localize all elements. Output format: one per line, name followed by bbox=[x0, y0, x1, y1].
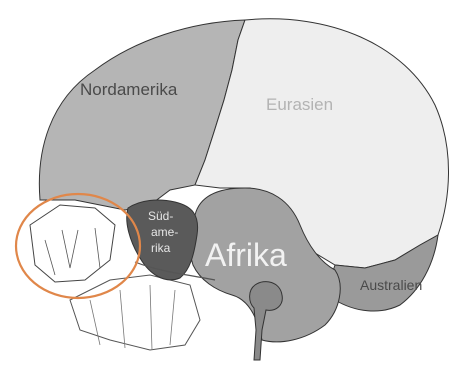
eye-socket bbox=[30, 205, 115, 282]
label-eurasien: Eurasien bbox=[266, 95, 333, 114]
label-afrika: Afrika bbox=[205, 237, 287, 273]
label-suedamerika-line1: Süd- bbox=[148, 209, 173, 223]
label-suedamerika-line3: rika bbox=[151, 241, 171, 255]
label-suedamerika-line2: ame- bbox=[151, 225, 178, 239]
region-jaw bbox=[70, 275, 200, 350]
label-nordamerika: Nordamerika bbox=[80, 80, 178, 99]
label-australien: Australien bbox=[360, 277, 422, 293]
